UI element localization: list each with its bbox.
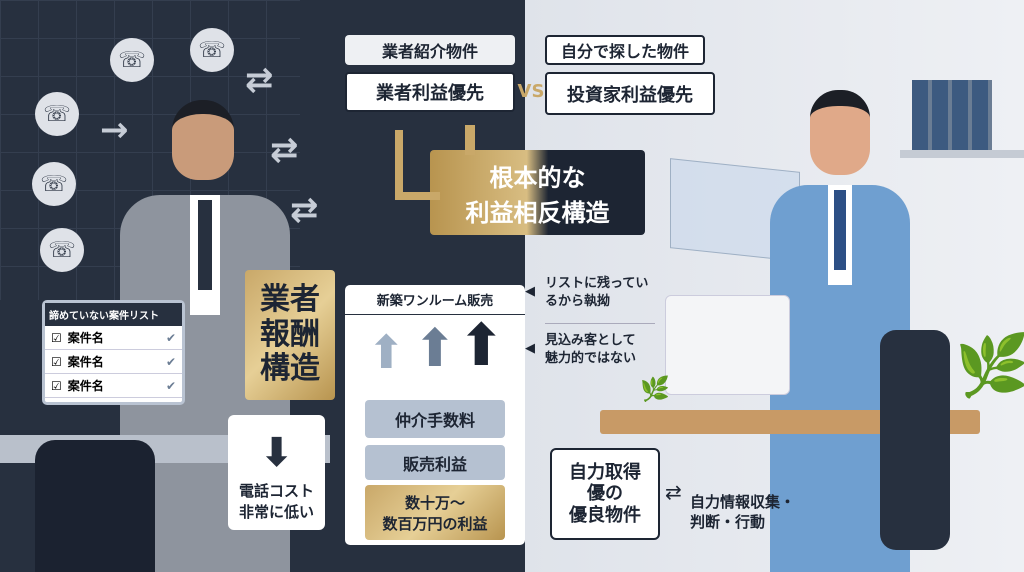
phone-cost-line2: 非常に低い <box>238 503 314 521</box>
double-arrow-icon: ⇄ <box>665 480 682 504</box>
vs-label: VS <box>517 80 545 102</box>
profit-line2: 数百万円の利益 <box>382 514 488 533</box>
plant-icon: 🌿 <box>955 331 1024 401</box>
profit-range-item: 数十万〜 数百万円の利益 <box>365 485 505 540</box>
self-box-line3: 優良物件 <box>569 504 641 526</box>
center-line2: 利益相反構造 <box>465 198 610 227</box>
self-action-line1: 自力情報収集・ <box>690 493 796 511</box>
list-item[interactable]: ☑ 案件名 ✔ <box>45 326 182 350</box>
phone-icon: ☏ <box>35 92 79 136</box>
chair <box>35 440 155 572</box>
phone-icon: ☏ <box>32 162 76 206</box>
list-item-label: 案件名 <box>67 379 104 393</box>
case-list-title: 諦めていない案件リスト <box>45 303 182 326</box>
note-persistent: ◀ リストに残っているから執拗 <box>525 275 649 310</box>
arrow-icon <box>395 130 440 200</box>
shelf <box>900 150 1024 158</box>
monitor <box>665 295 790 395</box>
sales-profit-item: 販売利益 <box>365 445 505 480</box>
phone-cost-box: ⬇ 電話コスト 非常に低い <box>228 415 325 530</box>
sales-box: 新築ワンルーム販売 ⬆ ⬆ ⬆ 仲介手数料 販売利益 数十万〜 数百万円の利益 <box>345 285 525 545</box>
left-arrow-icon: ◀ <box>525 341 535 356</box>
case-list-window: 諦めていない案件リスト ☑ 案件名 ✔ ☑ 案件名 ✔ ☑ 案件名 ✔ <box>42 300 185 405</box>
self-box-line2: 優の <box>587 483 623 505</box>
investor-priority-box: 投資家利益優先 <box>545 72 715 115</box>
reward-line3: 構造 <box>260 351 320 387</box>
checkbox-icon: ☑ <box>51 378 62 393</box>
list-item-label: 案件名 <box>67 331 104 345</box>
list-item[interactable]: ☑ 案件名 ✔ <box>45 374 182 398</box>
arrow-icon: → <box>100 110 129 150</box>
center-line1: 根本的な <box>489 163 586 192</box>
self-action-text: 自力情報収集・ 判断・行動 <box>690 492 795 533</box>
note-not-attractive: ◀ 見込み客として魅力的ではない <box>525 332 637 367</box>
reward-line2: 報酬 <box>260 316 320 352</box>
arrow-icon: ⇄ <box>290 190 319 230</box>
list-item[interactable]: ☑ 案件名 ✔ <box>45 350 182 374</box>
arrow-icon <box>465 125 475 155</box>
check-icon: ✔ <box>165 378 176 393</box>
phone-icon: ☏ <box>40 228 84 272</box>
self-found-property-label: 自分で探した物件 <box>545 35 705 65</box>
phone-icon: ☏ <box>110 38 154 82</box>
reward-line1: 業者 <box>260 282 320 318</box>
reward-structure-box: 業者 報酬 構造 <box>245 270 335 400</box>
self-action-line2: 判断・行動 <box>690 513 766 532</box>
check-icon: ✔ <box>165 354 176 369</box>
up-arrow-icon: ⬆ <box>413 319 457 379</box>
checkbox-icon: ☑ <box>51 330 62 345</box>
check-icon: ✔ <box>165 330 176 345</box>
broker-property-label: 業者紹介物件 <box>345 35 515 65</box>
self-acquired-property-box: 自力取得 優の 優良物件 <box>550 448 660 540</box>
binders <box>912 80 992 150</box>
note-line: 魅力的ではない <box>545 350 637 366</box>
up-arrow-icon: ⬆ <box>457 311 506 379</box>
profit-line1: 数十万〜 <box>404 493 465 512</box>
note-line: るから執拗 <box>545 293 611 309</box>
brokerage-fee-item: 仲介手数料 <box>365 400 505 438</box>
note-line: リストに残ってい <box>545 276 649 291</box>
arrow-icon: ⇄ <box>270 130 299 170</box>
down-arrow-icon: ⬇ <box>259 430 294 476</box>
list-item-label: 案件名 <box>67 355 104 369</box>
phone-cost-line1: 電話コスト <box>238 482 314 500</box>
checkbox-icon: ☑ <box>51 354 62 369</box>
left-arrow-icon: ◀ <box>525 284 535 299</box>
self-box-line1: 自力取得 <box>569 461 641 483</box>
up-arrow-icon: ⬆ <box>367 325 406 379</box>
divider <box>545 323 655 324</box>
sales-box-title: 新築ワンルーム販売 <box>345 285 525 315</box>
office-chair <box>880 330 950 550</box>
plant-icon: 🌿 <box>640 375 670 403</box>
arrow-icon: ⇄ <box>245 60 274 100</box>
phone-icon: ☏ <box>190 28 234 72</box>
note-line: 見込み客として <box>545 333 636 348</box>
broker-priority-box: 業者利益優先 <box>345 72 515 112</box>
conflict-of-interest-box: 根本的な 利益相反構造 <box>430 150 645 235</box>
